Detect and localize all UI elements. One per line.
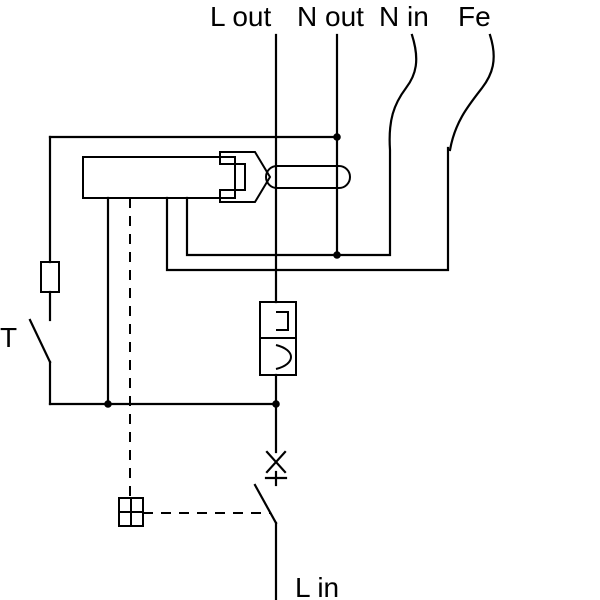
thermal-trip	[259, 301, 297, 339]
test-switch[interactable]	[28, 318, 52, 364]
current-transformer-core	[265, 165, 351, 189]
label-n-out: N out	[297, 1, 364, 32]
label-n-in: N in	[379, 1, 429, 32]
fe-conductor	[448, 33, 495, 152]
isolator-cross-b	[265, 450, 287, 474]
current-transformer-yoke	[219, 151, 272, 203]
n-in-conductor	[185, 33, 418, 257]
trip-relay-box	[82, 156, 236, 199]
junction-top-n	[333, 133, 341, 141]
main-switch-contact[interactable]	[253, 483, 278, 525]
label-l-in: L in	[295, 572, 339, 600]
label-fe: Fe	[458, 1, 491, 32]
magnetic-trip-element	[275, 344, 292, 370]
test-resistor	[40, 261, 60, 293]
fe-return-conductor	[165, 146, 450, 272]
thermal-trip-element	[276, 311, 289, 331]
junction-bottom-n	[333, 251, 341, 259]
magnetic-trip	[259, 337, 297, 376]
label-t: T	[0, 322, 17, 353]
junction-l	[272, 400, 280, 408]
label-l-out: L out	[210, 1, 271, 32]
